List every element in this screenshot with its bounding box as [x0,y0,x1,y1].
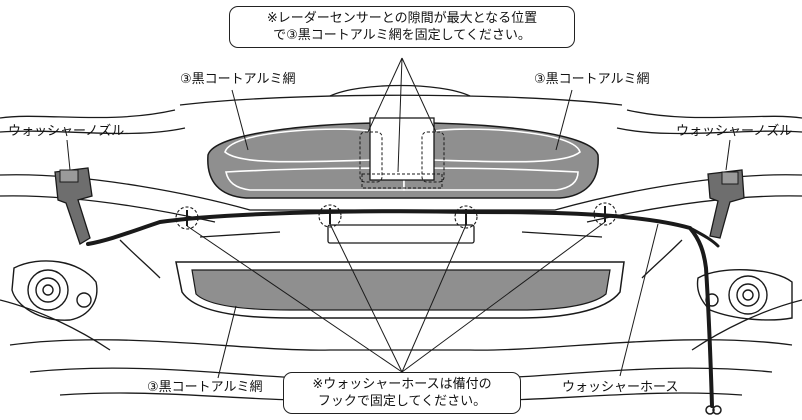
washer-nozzle-left [54,167,93,245]
washer-nozzle-right [707,169,745,239]
upper-grille [207,117,599,199]
top-note-line-2: で③黒コートアルミ網を固定してください。 [273,28,531,43]
fog-lamp-left [11,260,98,321]
label-mesh-upper-left: ③黒コートアルミ網 [180,72,296,87]
hook-clips [186,206,606,226]
bottom-note-line-1: ※ウォッシャーホースは備付の [312,377,492,392]
label-washer-nozzle-left: ウォッシャーノズル [8,124,125,139]
lower-grille [175,261,625,319]
label-mesh-upper-right: ③黒コートアルミ網 [534,72,650,87]
top-note-line-1: ※レーダーセンサーとの隙間が最大となる位置 [266,11,538,26]
bottom-note-line-2: フックで固定してください。 [317,394,487,409]
washer-hose [86,209,722,415]
bottom-instruction-note: ※ウォッシャーホースは備付の フックで固定してください。 [283,372,521,414]
label-mesh-lower: ③黒コートアルミ網 [147,380,263,395]
fog-lamp-right [696,269,793,321]
hose-hooks [175,202,617,230]
leader-lines [66,57,731,379]
label-washer-hose: ウォッシャーホース [562,380,679,395]
top-instruction-note: ※レーダーセンサーとの隙間が最大となる位置 で③黒コートアルミ網を固定してくださ… [229,6,575,48]
label-washer-nozzle-right: ウォッシャーノズル [676,124,793,139]
